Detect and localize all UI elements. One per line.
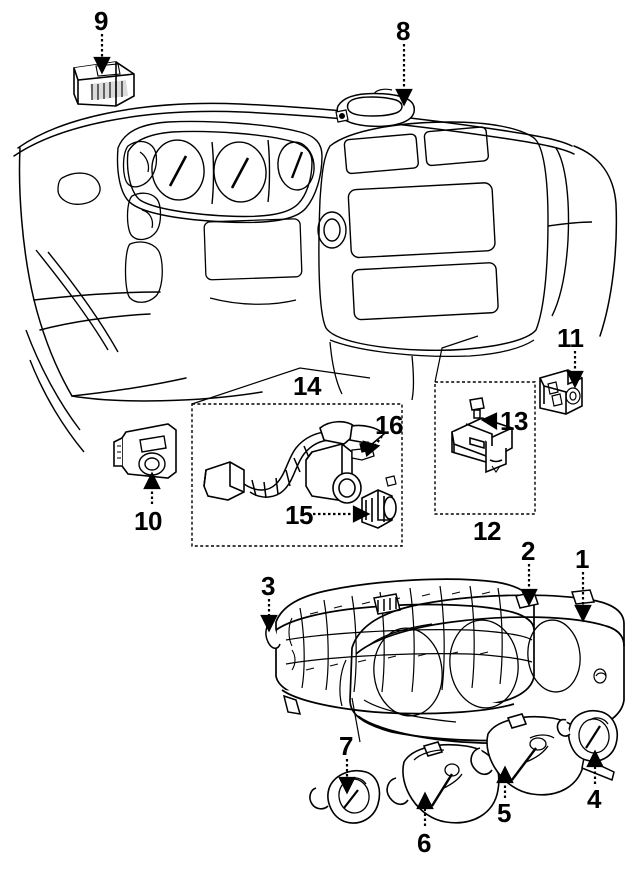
- housing-texture: [288, 591, 491, 671]
- detail-box-14: [191, 403, 403, 547]
- clip-screw-13: [469, 397, 485, 419]
- leader-9: [93, 34, 111, 75]
- callout-8: 8: [396, 16, 410, 46]
- gauge-unit-fuel: [309, 770, 381, 824]
- leader-6: [416, 791, 434, 826]
- leader-8: [395, 44, 413, 107]
- cluster-hood-dash: [116, 120, 323, 224]
- leader-3: [260, 599, 278, 633]
- leader-2: [520, 564, 538, 607]
- steering-column-switches: [122, 140, 163, 303]
- center-lower-vent: [329, 339, 535, 401]
- callout-14: 14: [293, 371, 321, 401]
- ignition-harness-assembly: [203, 420, 397, 529]
- center-console-stack: [318, 121, 593, 351]
- callout-4: 4: [587, 784, 601, 814]
- callout-13: 13: [500, 406, 528, 436]
- relay-connector-module: [73, 61, 135, 107]
- callout-9: 9: [94, 6, 108, 36]
- leader-5: [496, 765, 514, 798]
- detail-box-14-leader: [191, 367, 371, 405]
- leader-4: [586, 749, 604, 784]
- dash-glovebox-area: [203, 218, 303, 305]
- detail-box-12: [434, 381, 536, 515]
- dash-top-sensor: [335, 88, 416, 128]
- detail-box-12-leader: [434, 335, 479, 383]
- leader-13: [480, 412, 498, 430]
- callout-3: 3: [261, 571, 275, 601]
- ignition-switch-body: [305, 443, 362, 504]
- callout-leaders: [93, 34, 604, 826]
- callout-12: 12: [473, 516, 501, 546]
- callout-6: 6: [417, 828, 431, 858]
- dash-center-knob: [317, 211, 347, 249]
- callout-7: 7: [339, 731, 353, 761]
- dash-lower-contours: [25, 249, 119, 453]
- leader-7: [338, 759, 356, 795]
- callout-16: 16: [375, 410, 403, 440]
- switch-panel-left: [113, 423, 177, 479]
- gauge-unit-tachometer: [470, 713, 615, 796]
- callout-10: 10: [134, 506, 162, 536]
- left-air-vent: [57, 172, 101, 205]
- leader-11: [566, 351, 584, 389]
- leader-1: [574, 572, 592, 623]
- leader-16: [362, 435, 383, 457]
- ignition-lock-cylinder: [361, 489, 397, 529]
- leader-15: [313, 505, 371, 523]
- callout-5: 5: [497, 798, 511, 828]
- dashboard-outline: [13, 102, 618, 402]
- callout-2: 2: [521, 536, 535, 566]
- callout-1: 1: [575, 544, 589, 574]
- leader-10: [143, 471, 161, 504]
- housing-internal-ribs: [285, 585, 533, 693]
- callout-11: 11: [557, 323, 584, 353]
- callout-15: 15: [285, 500, 313, 530]
- instrument-cluster-lens: [339, 589, 625, 745]
